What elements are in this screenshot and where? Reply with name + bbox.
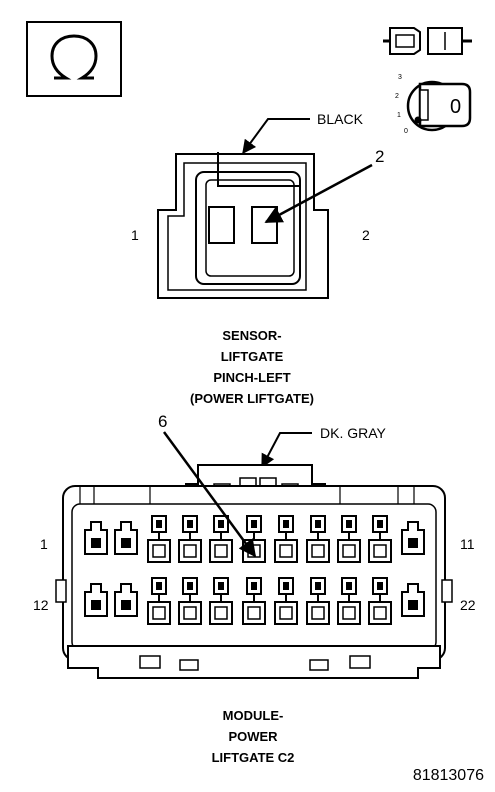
sensor-caption-line-2: LIFTGATE — [221, 349, 284, 364]
sensor-caption-line-4: (POWER LIFTGATE) — [190, 391, 314, 406]
module-caption-line-2: POWER — [228, 729, 278, 744]
sensor-wire-color-leader — [242, 118, 310, 155]
module-caption-line-3: LIFTGATE C2 — [212, 750, 295, 765]
cavity-pin-1 — [84, 521, 108, 555]
sensor-pin-2-label: 2 — [362, 227, 370, 243]
cavity-pin-7 — [274, 515, 298, 563]
cavity-pin-5 — [209, 515, 233, 563]
ignition-position-2: 2 — [395, 93, 399, 100]
cavity-pin-12 — [84, 583, 108, 617]
ignition-position-1: 1 — [397, 112, 401, 119]
connector-disconnect-icon — [383, 27, 472, 55]
cavity-pin-13 — [114, 583, 138, 617]
sensor-pin-1-label: 1 — [131, 227, 139, 243]
module-cavities — [84, 515, 425, 625]
cavity-pin-18 — [274, 577, 298, 625]
cavity-pin-11 — [401, 521, 425, 555]
module-pin-22-label: 22 — [460, 597, 476, 613]
sensor-wire-color-label: BLACK — [317, 111, 364, 127]
module-wire-color-leader — [261, 432, 312, 469]
sensor-caption: SENSOR- LIFTGATE PINCH-LEFT (POWER LIFTG… — [190, 328, 314, 406]
cavity-pin-9 — [337, 515, 361, 563]
module-pin-11-label: 11 — [460, 536, 475, 552]
cavity-pin-19 — [306, 577, 330, 625]
ignition-position-0: 0 — [404, 128, 408, 135]
sensor-callout-pin: 2 — [375, 147, 384, 166]
module-caption: MODULE- POWER LIFTGATE C2 — [212, 708, 295, 765]
cavity-pin-10 — [368, 515, 392, 563]
ohm-meter-icon — [26, 21, 122, 97]
cavity-pin-3 — [147, 515, 171, 563]
module-connector: DK. GRAY 6 1 11 12 22 — [33, 412, 476, 679]
cavity-pin-2 — [114, 521, 138, 555]
cavity-pin-22 — [401, 583, 425, 617]
cavity-pin-16 — [209, 577, 233, 625]
ignition-position-3: 3 — [398, 74, 402, 81]
cavity-pin-14 — [147, 577, 171, 625]
module-callout-pin: 6 — [158, 412, 167, 431]
sensor-cavity-1 — [208, 206, 235, 244]
sensor-callout-arrow — [264, 163, 373, 224]
cavity-pin-20 — [337, 577, 361, 625]
cavity-pin-21 — [368, 577, 392, 625]
sensor-cavity-2 — [251, 206, 278, 244]
ignition-key-icon: 3 2 1 0 0 — [395, 74, 472, 135]
module-pin-1-label: 1 — [40, 536, 48, 552]
cavity-pin-17 — [242, 577, 266, 625]
module-callout-arrow — [162, 431, 257, 558]
cavity-pin-8 — [306, 515, 330, 563]
sensor-caption-line-3: PINCH-LEFT — [213, 370, 290, 385]
cavity-pin-4 — [178, 515, 202, 563]
module-caption-line-1: MODULE- — [223, 708, 284, 723]
cavity-pin-15 — [178, 577, 202, 625]
sensor-caption-line-1: SENSOR- — [222, 328, 281, 343]
sensor-connector: BLACK 2 1 2 — [131, 111, 384, 299]
module-pin-12-label: 12 — [33, 597, 49, 613]
ignition-key-label: 0 — [450, 96, 461, 118]
module-wire-color-label: DK. GRAY — [320, 425, 387, 441]
reference-number: 81813076 — [413, 767, 484, 784]
